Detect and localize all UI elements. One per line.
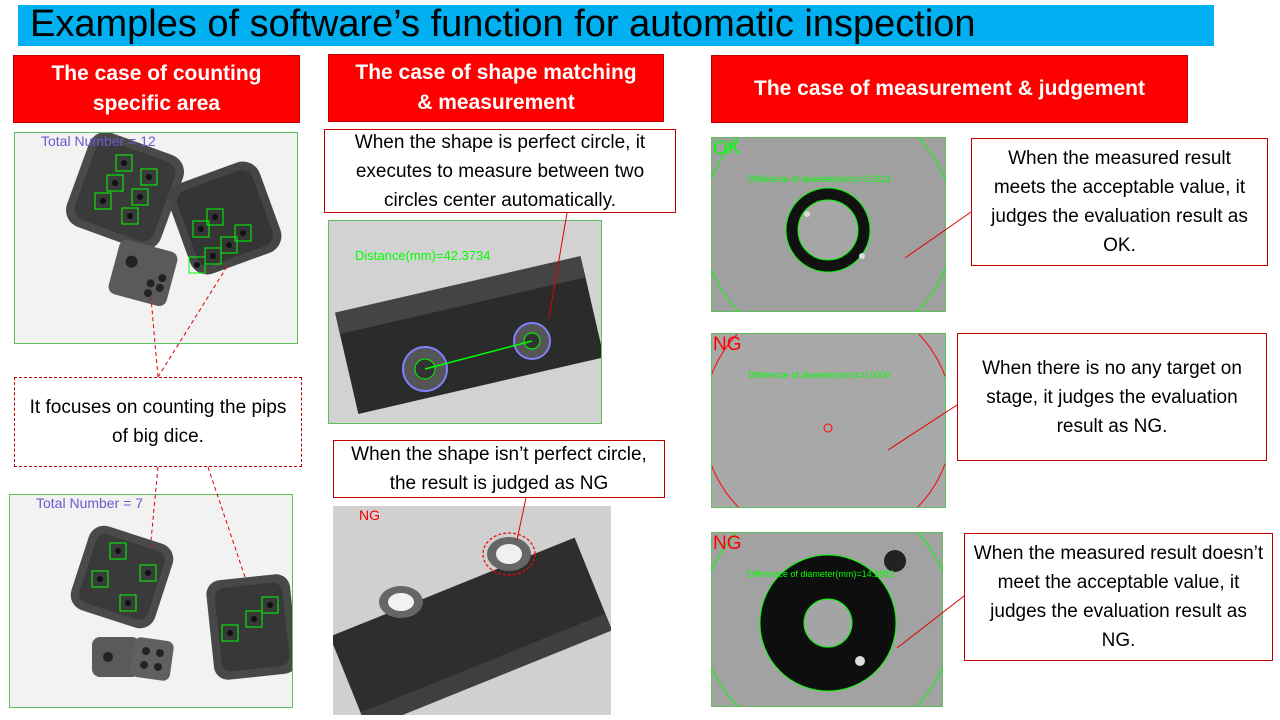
judge-shot-1-label: Difference of diameter(mm)=3.2313 — [748, 174, 891, 184]
ring-part-ok — [785, 187, 871, 273]
small-die-1 — [108, 239, 178, 307]
note-shape-1-text: When the shape is perfect circle, it exe… — [354, 131, 646, 211]
header-counting: The case of counting specific area — [13, 55, 300, 123]
note-dice: It focuses on counting the pips of big d… — [14, 377, 302, 467]
hole-right-ng — [482, 532, 536, 576]
clip-part — [884, 550, 906, 572]
note-shape-1: When the shape is perfect circle, it exe… — [324, 129, 676, 213]
note-judge-2-text: When there is no any target on stage, it… — [982, 357, 1242, 437]
judge-shot-1-status: OK — [713, 138, 741, 159]
header-judgement: The case of measurement & judgement — [711, 55, 1188, 123]
shape-shot-2: NG — [333, 506, 611, 715]
empty-stage-marker — [823, 423, 833, 433]
judge-shot-3: NG Difference of diameter(mm)=14.2882 — [711, 532, 943, 707]
shape-shot-1: Distance(mm)=42.3734 — [328, 220, 602, 424]
dice-shot-1-label: Total Number = 12 — [41, 133, 156, 149]
small-die-3 — [130, 637, 174, 681]
big-die-2 — [168, 161, 282, 275]
note-judge-1-text: When the measured result meets the accep… — [991, 148, 1248, 256]
metal-block-2 — [333, 537, 611, 715]
shape-shot-2-label: NG — [359, 507, 380, 523]
note-shape-2-text: When the shape isn’t perfect circle, the… — [351, 444, 647, 494]
judge-shot-2-label: Difference of diameter(mm)=0.0000 — [748, 370, 891, 380]
dice-shot-1: Total Number = 12 — [14, 132, 298, 344]
dice-shot-2-label: Total Number = 7 — [36, 495, 143, 511]
header-shape: The case of shape matching & measurement — [328, 54, 664, 122]
judge-shot-1: OK Difference of diameter(mm)=3.2313 — [711, 137, 946, 312]
note-judge-3: When the measured result doesn’t meet th… — [964, 533, 1273, 661]
note-judge-2: When there is no any target on stage, it… — [957, 333, 1267, 461]
page-title: Examples of software’s function for auto… — [30, 3, 976, 45]
judge-shot-3-status: NG — [713, 533, 742, 554]
header-counting-line1: The case of counting — [51, 62, 262, 85]
header-counting-line2: specific area — [92, 92, 221, 115]
hole-left — [379, 586, 423, 618]
disc-part-ng — [759, 554, 897, 692]
note-judge-1: When the measured result meets the accep… — [971, 138, 1268, 266]
header-shape-line2: & measurement — [417, 91, 575, 114]
big-die-1 — [65, 133, 185, 251]
judge-shot-3-label: Difference of diameter(mm)=14.2882 — [747, 569, 895, 579]
title-bar — [18, 5, 1214, 46]
big-die-3 — [70, 525, 174, 629]
judge-shot-2: NG Difference of diameter(mm)=0.0000 — [711, 333, 946, 508]
note-judge-3-text: When the measured result doesn’t meet th… — [973, 543, 1264, 651]
dice-shot-2: Total Number = 7 — [9, 494, 293, 708]
note-dice-text: It focuses on counting the pips of big d… — [29, 397, 287, 447]
judge-shot-2-status: NG — [713, 334, 742, 355]
header-shape-line1: The case of shape matching — [355, 61, 637, 84]
shape-shot-1-label: Distance(mm)=42.3734 — [355, 248, 491, 263]
note-shape-2: When the shape isn’t perfect circle, the… — [333, 440, 665, 498]
small-die-2 — [92, 637, 140, 677]
